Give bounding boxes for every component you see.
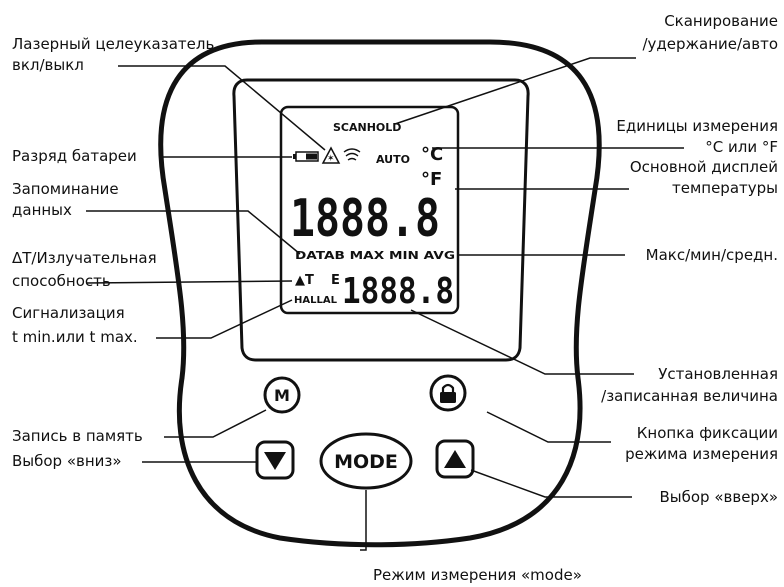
label-lock-line1: Кнопка фиксации [637,424,778,442]
up-arrow-icon [444,450,466,468]
stats-indicator-row: DATAB MAX MIN AVG [295,249,455,262]
label-memory-line2: данных [12,201,72,219]
leader-up [470,469,632,498]
leader-scan [394,57,636,125]
label-main-display-line1: Основной дисплей [630,158,778,176]
leader-memory [86,210,301,255]
svg-text:✶: ✶ [327,154,335,164]
down-button[interactable] [255,440,295,480]
laser-icon: ✶ [321,146,341,164]
label-memory-line1: Запоминание [12,180,119,198]
label-up: Выбор «вверх» [659,488,778,506]
lock-icon [440,383,456,403]
m-button-label: M [274,386,290,405]
down-arrow-icon [264,452,286,470]
label-set-value-line1: Установленная [658,365,778,383]
secondary-reading: 1888.8 [342,271,454,312]
leader-set-value [410,309,634,375]
leader-alarm [156,299,293,339]
label-down: Выбор «вниз» [12,452,122,470]
label-emissivity-line2: способность [12,272,111,290]
leader-emissivity [85,280,293,284]
label-scan-line1: Сканирование [664,12,778,30]
label-alarm-line2: t min.или t max. [12,328,138,346]
label-stats: Макс/мин/средн. [646,246,778,264]
label-laser-line2: вкл/выкл [12,56,84,74]
label-lock-line2: режима измерения [625,445,778,463]
label-alarm-line1: Сигнализация [12,304,125,322]
leader-laser [118,65,326,151]
mode-button[interactable]: MODE [319,432,413,490]
emissivity-indicator: E [331,273,340,288]
label-units-line2: °C или °F [705,138,778,156]
label-battery: Разряд батареи [12,147,137,165]
label-record: Запись в память [12,427,143,445]
celsius-indicator: °C [421,144,443,165]
auto-indicator: AUTO [376,153,410,166]
delta-t-indicator: ▲T [295,273,314,288]
up-button[interactable] [435,439,475,479]
main-temperature-reading: 1888.8 [290,189,440,249]
mode-button-label: MODE [334,451,398,473]
leader-mode [360,490,367,551]
label-units-line1: Единицы измерения [616,117,778,135]
leader-record [164,409,267,438]
battery-icon [293,151,319,162]
hal-indicator: HALLAL [294,295,338,306]
label-scan-line2: /удержание/авто [642,35,778,53]
label-main-display-line2: температуры [672,179,778,197]
fahrenheit-indicator: °F [421,169,442,190]
lock-button[interactable] [429,374,467,412]
leader-lock [486,411,611,443]
label-emissivity-line1: ΔT/Излучательная [12,249,157,267]
label-mode: Режим измерения «mode» [373,566,582,584]
m-button[interactable]: M [263,376,301,414]
label-set-value-line2: /записанная величина [601,387,778,405]
scan-hold-indicator: SCANHOLD [333,121,401,134]
label-laser-line1: Лазерный целеуказатель [12,35,214,53]
leader-lines [85,57,684,551]
signal-icon [343,148,361,161]
